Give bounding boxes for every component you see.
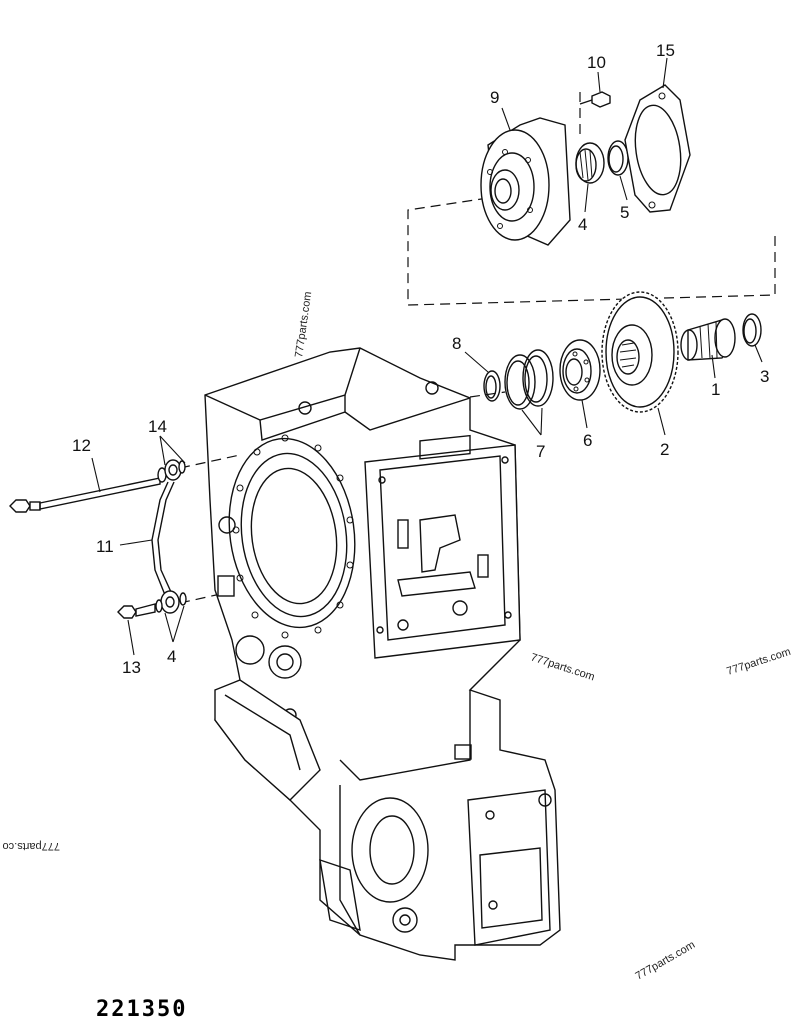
callout-6: 6	[583, 431, 592, 450]
callout-10: 10	[587, 53, 606, 72]
callout-11: 11	[96, 537, 114, 556]
callout-4-upper: 4	[578, 215, 587, 234]
bolt-part-13	[117, 599, 163, 619]
callout-7: 7	[536, 442, 545, 461]
callout-14: 14	[148, 417, 167, 436]
ball-bearing-part-6	[559, 339, 601, 401]
callout-1: 1	[711, 380, 720, 399]
callout-13: 13	[122, 658, 141, 677]
oil-tube-part-11	[151, 481, 187, 614]
snap-ring-part-3	[742, 313, 762, 347]
callout-3: 3	[760, 367, 769, 386]
callout-4-lower: 4	[167, 647, 176, 666]
shaft-part-1	[680, 318, 736, 361]
gasket-part-15	[624, 84, 691, 213]
long-bolt-part-12	[9, 477, 161, 513]
callouts: 1 2 3 4 5 6 7 8 9 10 11 12 13 14 15 4	[72, 41, 769, 677]
watermark-upside-down: 777parts.co	[3, 840, 60, 852]
explode-bracket-line	[407, 197, 776, 306]
callout-9: 9	[490, 88, 499, 107]
gear-part-2	[601, 291, 679, 413]
snap-ring-part-8	[483, 370, 501, 402]
callout-8: 8	[452, 334, 461, 353]
watermark-vertical: 777parts.com	[293, 291, 314, 359]
needle-bearing-part-4	[575, 142, 605, 184]
transmission-housing	[204, 347, 561, 961]
pump-cover-part-9	[480, 117, 571, 246]
leader-lines	[91, 57, 763, 656]
callout-5: 5	[620, 203, 629, 222]
callout-12: 12	[72, 436, 91, 455]
snap-ring-part-5	[607, 140, 629, 176]
dashed-axis-line-left	[179, 454, 241, 469]
drawing-number: 221350	[96, 997, 187, 1022]
washers-part-14	[157, 459, 186, 483]
callout-15: 15	[656, 41, 675, 60]
watermark-right: 777parts.com	[725, 646, 792, 678]
watermark-bottom: 777parts.com	[634, 939, 698, 983]
seal-rings-part-7	[504, 349, 554, 410]
watermark-center: 777parts.com	[529, 651, 596, 683]
bolt-part-10	[579, 91, 611, 108]
callout-2: 2	[660, 440, 669, 459]
